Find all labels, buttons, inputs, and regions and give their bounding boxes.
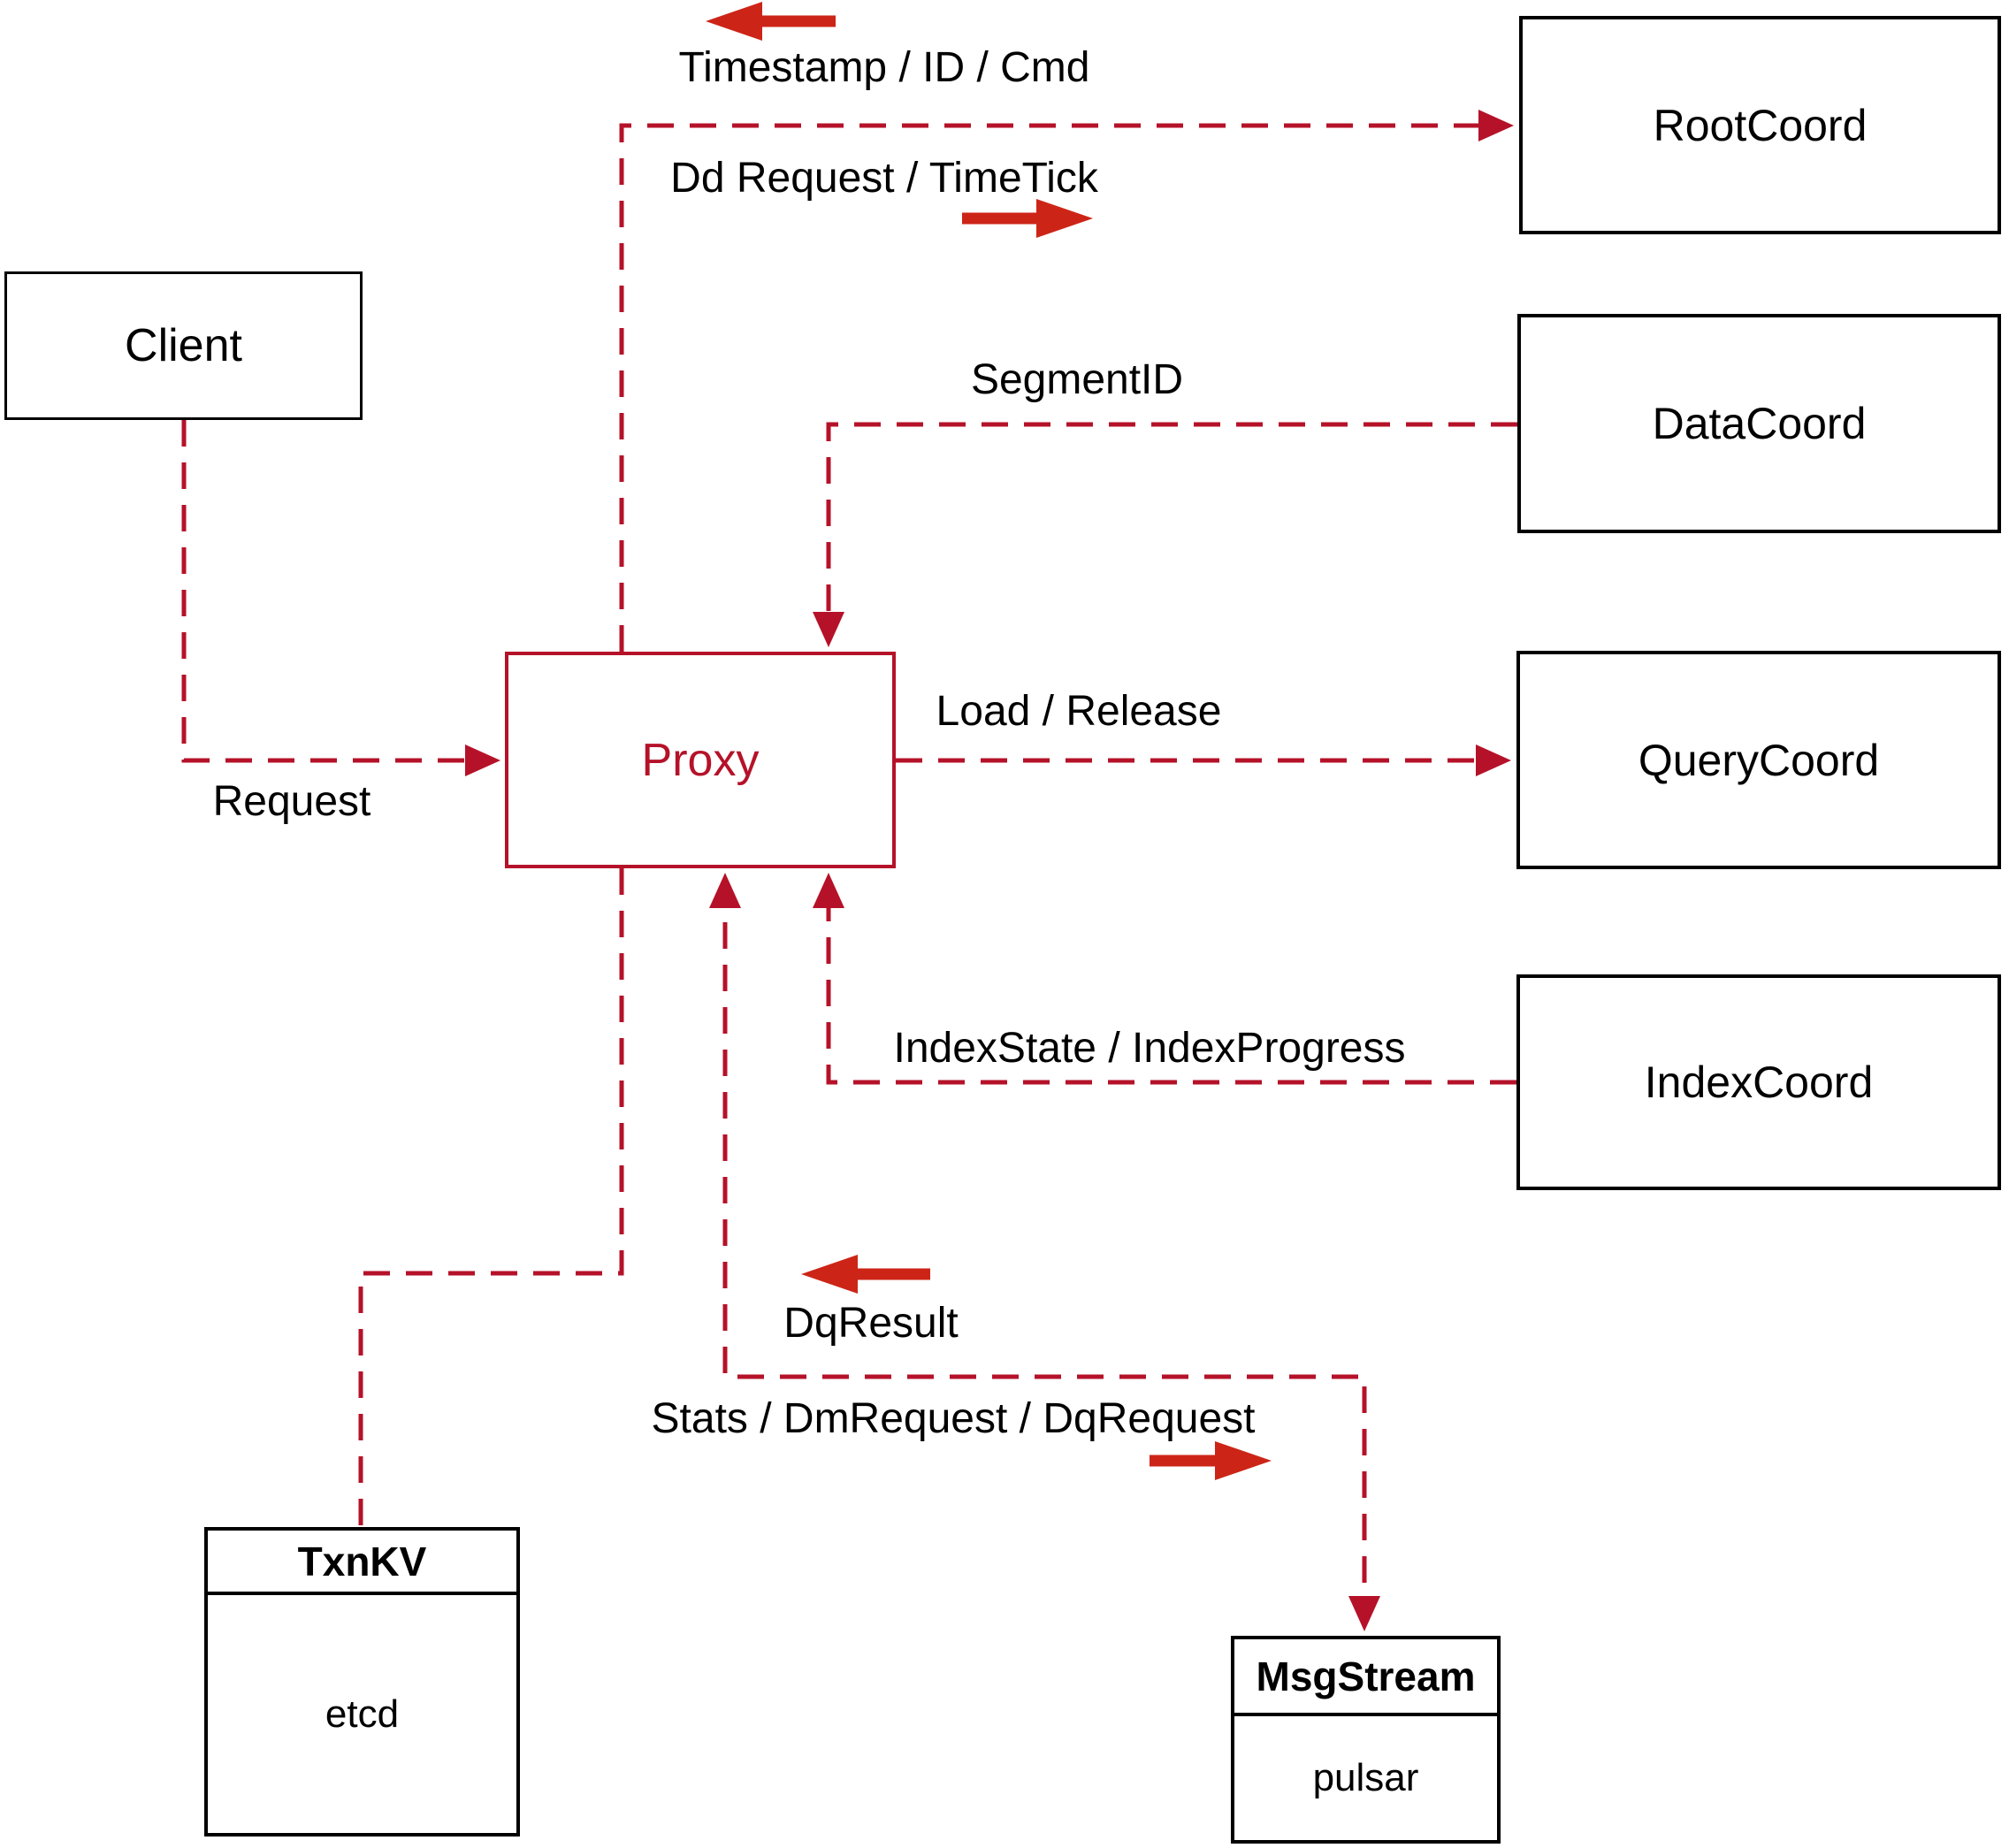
node-indexcoord: IndexCoord <box>1516 974 2001 1190</box>
left-direction-arrow-dqresult <box>801 1255 930 1294</box>
node-txnkv-impl: etcd <box>325 1691 400 1736</box>
node-rootcoord-label: RootCoord <box>1653 100 1868 150</box>
node-datacoord: DataCoord <box>1517 314 2001 533</box>
edge-label-load-release: Load / Release <box>936 688 1222 735</box>
node-client-label: Client <box>125 320 242 371</box>
node-msgstream-impl: pulsar <box>1312 1756 1419 1799</box>
edge-proxy-msgstream-bidirectional <box>709 873 1380 1631</box>
edge-label-segment-id: SegmentID <box>970 356 1184 403</box>
node-querycoord: QueryCoord <box>1516 651 2001 869</box>
node-txnkv-title: TxnKV <box>208 1531 516 1595</box>
right-direction-arrow-stats <box>1150 1441 1272 1480</box>
node-txnkv: TxnKV etcd <box>204 1527 520 1837</box>
left-direction-arrow-timestamp <box>706 2 836 41</box>
node-indexcoord-label: IndexCoord <box>1644 1058 1874 1107</box>
node-proxy-label: Proxy <box>641 734 760 786</box>
edge-proxy-to-txnkv <box>358 868 624 1525</box>
edge-label-dd-request-timetick: Dd Request / TimeTick <box>670 155 1098 202</box>
node-datacoord-label: DataCoord <box>1652 399 1867 448</box>
right-direction-arrow-dd-request <box>962 199 1093 238</box>
node-msgstream: MsgStream pulsar <box>1231 1636 1501 1844</box>
edge-datacoord-to-proxy <box>813 422 1517 647</box>
node-msgstream-title: MsgStream <box>1234 1639 1497 1716</box>
edge-label-request: Request <box>212 778 371 825</box>
edge-label-indexstate-indexprogress: IndexState / IndexProgress <box>893 1025 1406 1072</box>
edge-label-dqresult: DqResult <box>783 1300 959 1347</box>
node-proxy: Proxy <box>505 652 896 868</box>
edge-label-stats-dmrequest-dqrequest: Stats / DmRequest / DqRequest <box>651 1395 1256 1442</box>
node-rootcoord: RootCoord <box>1519 16 2001 234</box>
edge-client-to-proxy <box>181 420 500 776</box>
node-querycoord-label: QueryCoord <box>1638 735 1880 785</box>
node-client: Client <box>4 271 363 420</box>
edge-label-timestamp-id-cmd: Timestamp / ID / Cmd <box>678 44 1090 91</box>
